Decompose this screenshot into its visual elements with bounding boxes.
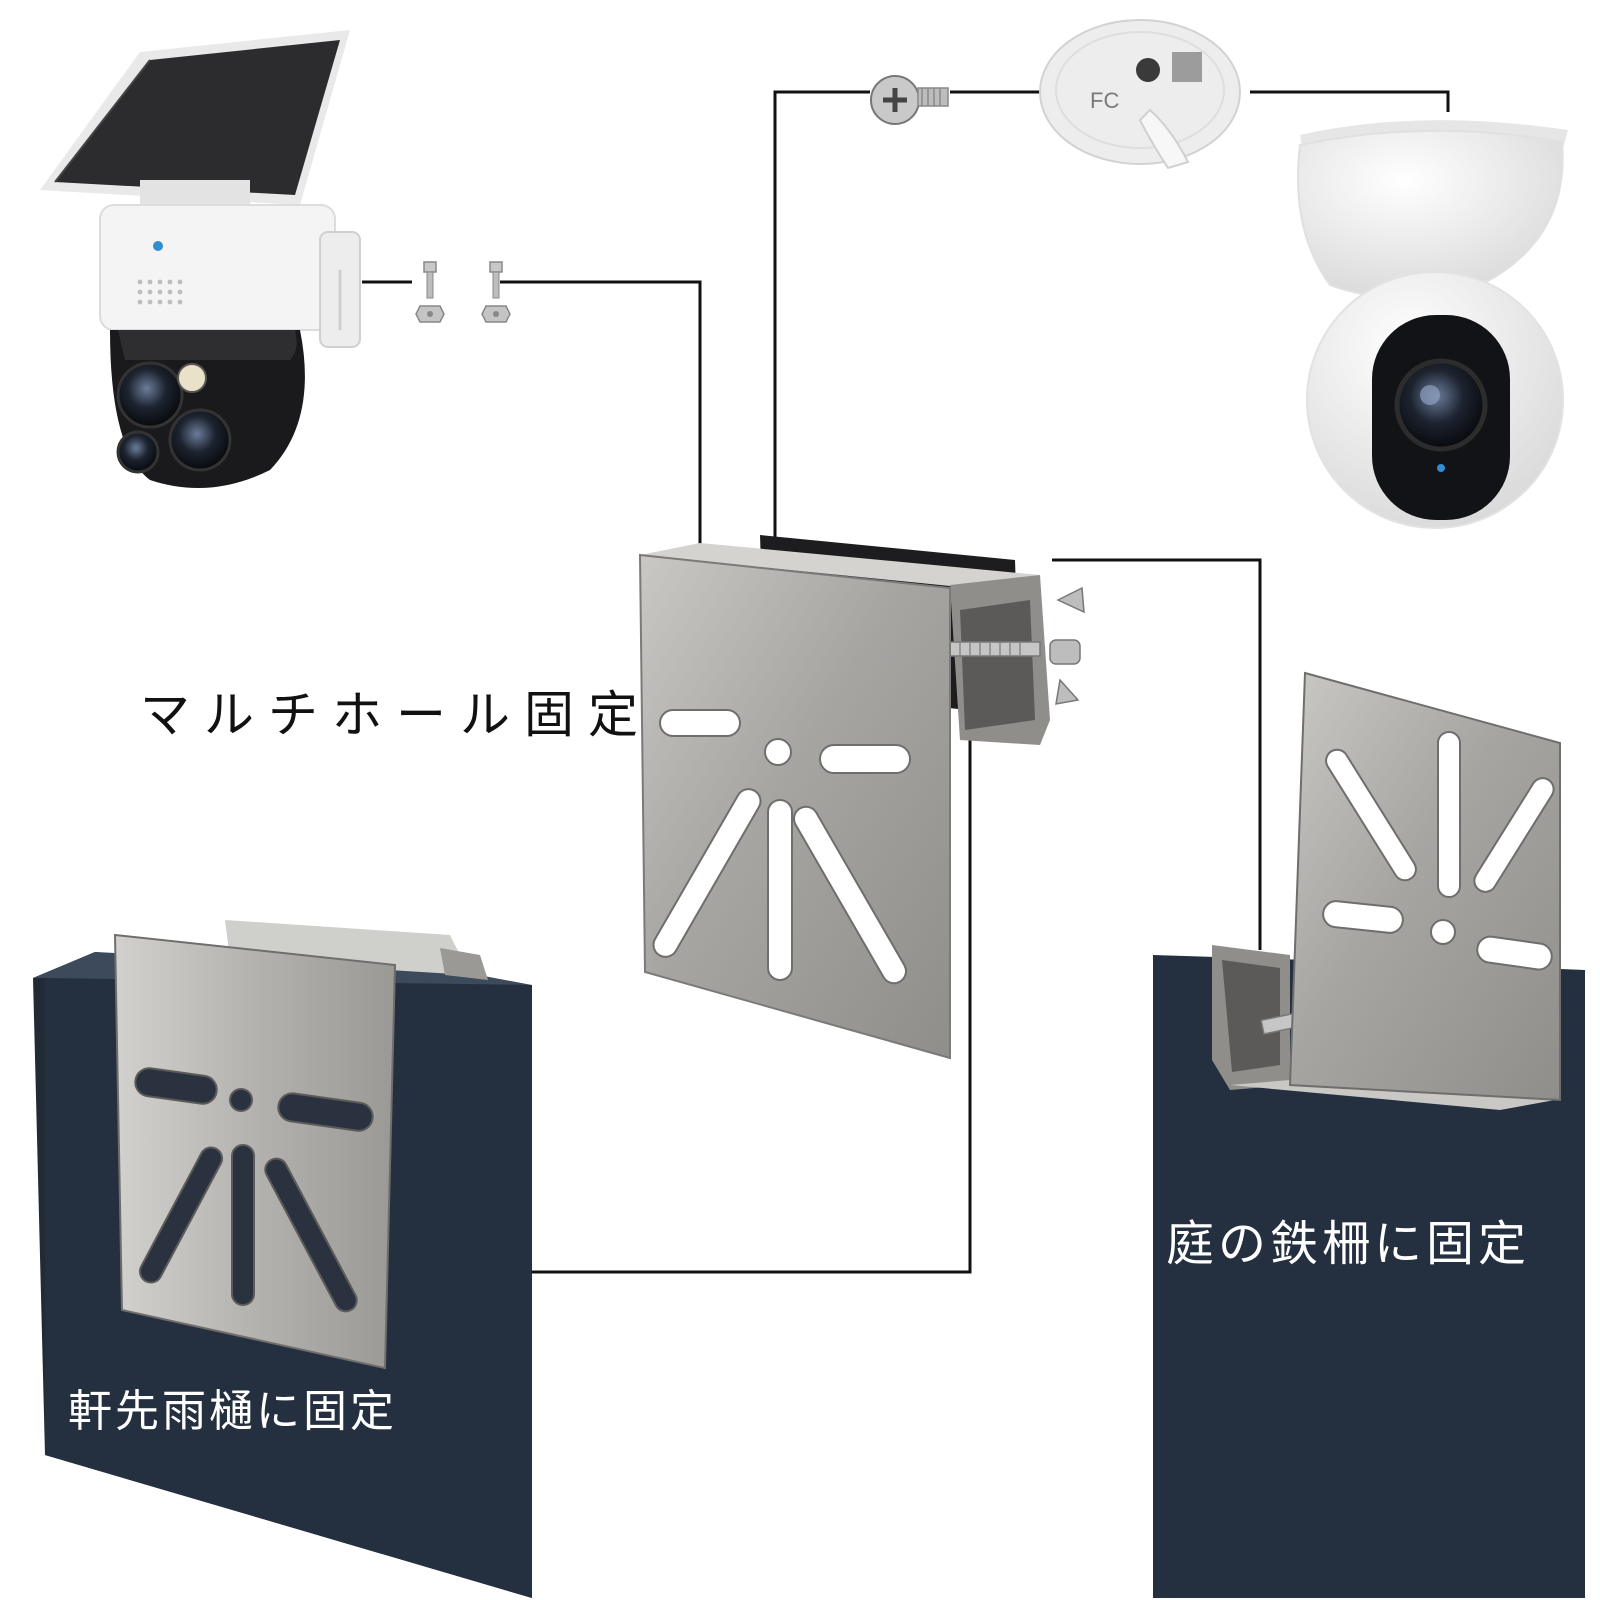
camera-body [99, 204, 336, 331]
mount-slot [277, 1092, 374, 1132]
mount-slot [793, 805, 907, 985]
mount-slot [1437, 731, 1461, 898]
multi-hole-label: マルチホール固定 [140, 686, 652, 744]
center-hole [764, 738, 792, 766]
mount-slot [1322, 900, 1404, 934]
bolt-icon [415, 261, 445, 323]
spotlight-icon [177, 363, 207, 393]
camera-lens-icon [116, 430, 160, 474]
camera-lens-icon [116, 361, 184, 429]
gutter-label: 軒先雨樋に固定 [68, 1386, 397, 1437]
leader-screw-to-center-hole [773, 90, 870, 748]
mount-slot [819, 744, 911, 774]
mount-slot [231, 1144, 255, 1306]
center-bracket [638, 535, 1085, 1060]
fence-scene [1153, 671, 1585, 1598]
center-hole [229, 1088, 253, 1112]
fence-bracket-plate [1288, 671, 1561, 1102]
leader-clamp-to-gutter [360, 625, 972, 1274]
fcc-mark: FC [1090, 88, 1119, 113]
bracket-front-plate [638, 553, 951, 1060]
mount-slot [138, 1146, 224, 1284]
ptz-top-dome [1297, 129, 1564, 299]
mounting-disc: FC [1039, 19, 1241, 170]
threaded-rod-icon [949, 641, 1041, 657]
bolt-icon [481, 261, 511, 323]
mount-slot [1325, 748, 1417, 882]
camera-lens-icon [168, 408, 232, 472]
wing-nut-icon [1049, 586, 1085, 705]
screw-icon [870, 75, 949, 125]
indoor-ptz-camera [1297, 120, 1568, 529]
center-hole [1430, 919, 1456, 945]
bolts-and-nuts [415, 261, 511, 323]
mount-slot [134, 1067, 218, 1105]
status-led-icon [1437, 464, 1445, 472]
fence-label: 庭の鉄柵に固定 [1166, 1216, 1531, 1272]
leader-clamp-to-fence [1052, 558, 1262, 950]
camera-lens-icon [1394, 358, 1488, 452]
gutter-scene [33, 920, 532, 1598]
mount-slot [264, 1157, 358, 1313]
leader-disc-to-ptz [1250, 90, 1450, 112]
status-led-icon [153, 241, 163, 251]
mount-slot [659, 709, 741, 737]
mount-slot [767, 799, 793, 981]
mount-slot [1476, 935, 1553, 971]
leader-lines [360, 90, 1450, 1274]
mount-slot [1473, 777, 1555, 893]
speaker-grille-icon [137, 279, 183, 305]
mount-slot [652, 788, 762, 958]
solar-ptz-camera [40, 30, 361, 488]
